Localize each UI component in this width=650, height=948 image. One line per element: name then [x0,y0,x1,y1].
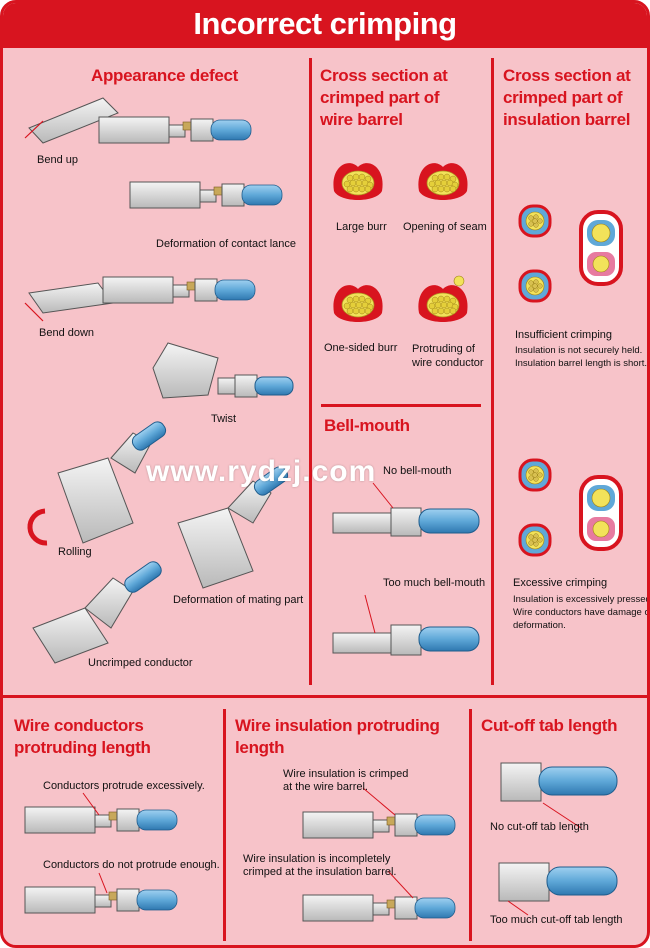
appearance-heading: Appearance defect [91,66,239,85]
conductors-heading-line2: protruding length [14,738,151,757]
divider-bellmouth [321,404,481,407]
cutoff-none-terminal [500,762,618,829]
label-conductors-not-enough: Conductors do not protrude enough. [43,859,220,871]
label-one-sided-burr: One-sided burr [324,342,398,354]
bend-up-illustration [24,97,252,144]
excessive-line1: Insulation is excessively pressed. [513,594,650,605]
label-protruding-line2: wire conductor [412,357,484,369]
divider-appearance-wirebarrel [309,58,312,685]
label-protruding-line1: Protruding of [412,343,475,355]
excessive-line3: deformation. [513,620,566,631]
label-bend-up: Bend up [37,154,78,166]
crimping-illustrations [24,97,623,922]
mating-part-illustration [177,466,289,589]
label-mating-part: Deformation of mating part [173,594,304,606]
watermark: www.rydzj.com [146,455,377,488]
insulation-barrel-heading: Cross section at crimped part of insulat… [503,65,631,131]
contact-lance-illustration [129,181,283,209]
title-banner: Incorrect crimping [3,3,647,48]
label-insulation-incomplete-line2: crimped at the insulation barrel. [243,866,397,878]
label-insulation-crimped-line1: Wire insulation is crimped [283,768,409,780]
label-opening-seam: Opening of seam [403,221,487,233]
label-uncrimped: Uncrimped conductor [88,657,193,669]
label-insulation-incomplete: Wire insulation is incompletely crimped … [243,853,396,879]
insufficient-line1: Insulation is not securely held. [515,345,643,356]
insufficient-title: Insufficient crimping [515,329,613,341]
conductors-heading: Wire conductors protruding length [14,715,151,759]
bell-mouth-terminal-2 [332,594,480,656]
insulation-barrel-heading-line2: crimped part of [503,88,623,107]
insulation-heading-line1: Wire insulation protruding [235,716,440,735]
label-large-burr: Large burr [336,221,387,233]
label-cutoff-too-much: Too much cut-off tab length [490,914,623,926]
insufficient-line2: Insulation barrel length is short. [515,358,648,369]
excessive-cross-2 [518,523,552,557]
excessive-line2: Wire conductors have damage or [513,607,650,618]
cross-protruding [418,284,468,323]
page-title: Incorrect crimping [193,6,457,41]
excessive-title: Excessive crimping [513,577,608,589]
twist-illustration [152,342,294,399]
conductors-excessive-terminal [24,806,178,834]
conductors-short-terminal [24,886,178,914]
wire-barrel-heading-line2: crimped part of [320,88,440,107]
uncrimped-illustration [32,561,162,664]
cutoff-too-much-terminal [498,862,618,916]
rolling-illustration [27,421,167,546]
divider-horizontal [3,695,647,698]
label-cutoff-none: No cut-off tab length [490,821,589,833]
bell-mouth-heading: Bell-mouth [324,416,410,435]
insulation-incomplete-terminal [302,894,456,922]
wire-barrel-heading-line1: Cross section at [320,66,448,85]
divider-bottom-1 [223,709,226,941]
insulation-crimped-terminal [302,811,456,839]
insufficient-cross-1 [518,204,552,238]
wire-barrel-heading-line3: wire barrel [320,110,403,129]
bell-mouth-terminal-1 [332,482,480,537]
label-rolling: Rolling [58,546,92,558]
label-insulation-crimped: Wire insulation is crimped at the wire b… [283,768,408,794]
insulation-heading: Wire insulation protruding length [235,715,440,759]
insufficient-cross-3 [579,210,623,286]
divider-wirebarrel-insulation [491,58,494,685]
label-insulation-incomplete-line1: Wire insulation is incompletely [243,853,391,865]
label-conductors-excessive: Conductors protrude excessively. [43,780,205,792]
label-bend-down: Bend down [39,327,95,339]
label-twist: Twist [211,413,237,425]
wire-barrel-heading: Cross section at crimped part of wire ba… [320,65,448,131]
cross-one-sided-burr [333,284,383,323]
bend-down-illustration [24,276,256,322]
insufficient-cross-2 [518,269,552,303]
insulation-barrel-heading-line1: Cross section at [503,66,631,85]
divider-bottom-2 [469,709,472,941]
excessive-cross-3 [579,475,623,551]
excessive-cross-1 [518,458,552,492]
label-too-much-bell-mouth: Too much bell-mouth [383,577,486,589]
insulation-barrel-heading-line3: insulation barrel [503,110,631,129]
conductors-heading-line1: Wire conductors [14,716,144,735]
cutoff-heading: Cut-off tab length [481,716,618,735]
cross-large-burr [333,162,383,201]
cross-opening-seam [418,162,468,201]
label-no-bell-mouth: No bell-mouth [383,465,452,477]
label-protruding: Protruding of wire conductor [412,342,484,370]
label-contact-lance: Deformation of contact lance [156,238,297,250]
insulation-heading-line2: length [235,738,285,757]
label-insulation-crimped-line2: at the wire barrel. [283,781,368,793]
